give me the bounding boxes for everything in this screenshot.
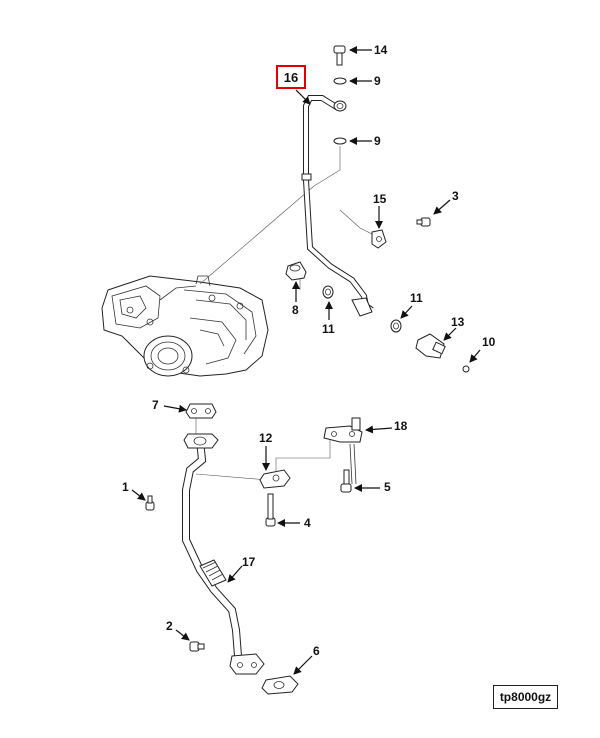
sealing-washer-upper [333, 77, 347, 85]
callout-6[interactable]: 6 [313, 644, 320, 658]
turbocharger-illustration [101, 275, 269, 377]
sealing-washer-lower [333, 137, 347, 145]
callout-14[interactable]: 14 [374, 43, 388, 57]
adapter-fitting [285, 261, 307, 281]
seal-ring [462, 365, 470, 373]
figure-reference-code: tp8000gz [493, 685, 558, 709]
callout-2[interactable]: 2 [166, 619, 173, 633]
pipe-clip [371, 229, 387, 249]
o-ring-left-inner [325, 288, 331, 296]
o-ring-right [390, 319, 402, 333]
callout-11-right[interactable]: 11 [410, 291, 423, 305]
callout-10[interactable]: 10 [482, 335, 496, 349]
o-ring-left [322, 285, 334, 299]
oil-drain-pipe [182, 433, 265, 675]
callout-16[interactable]: 16 [284, 70, 298, 85]
callout-labels: 14 9 16 9 15 3 8 11 11 13 10 7 18 12 1 5… [122, 43, 496, 658]
support-bracket [323, 417, 363, 485]
callout-leaders [131, 46, 481, 675]
banjo-bolt [333, 45, 346, 66]
flange-gasket [261, 675, 299, 695]
callout-15[interactable]: 15 [373, 192, 387, 206]
callout-3[interactable]: 3 [452, 189, 459, 203]
callout-9-lower[interactable]: 9 [374, 134, 381, 148]
callout-7[interactable]: 7 [152, 398, 159, 412]
turbo-drain-gasket [185, 403, 217, 419]
callout-1[interactable]: 1 [122, 480, 129, 494]
callout-11-left[interactable]: 11 [322, 322, 335, 336]
mounting-bolt-4 [265, 493, 276, 527]
highlighted-callout-box [276, 65, 306, 89]
drain-pipe-hose [199, 559, 227, 587]
callout-9-upper[interactable]: 9 [374, 74, 381, 88]
callout-13[interactable]: 13 [451, 315, 465, 329]
clip-bolt [416, 217, 431, 227]
callout-5[interactable]: 5 [384, 480, 391, 494]
callout-8[interactable]: 8 [292, 303, 299, 317]
oil-supply-pipe [301, 95, 374, 317]
o-ring-right-inner [393, 322, 399, 330]
callout-12[interactable]: 12 [259, 431, 273, 445]
callout-17[interactable]: 17 [242, 555, 256, 569]
drain-pipe-bracket [259, 469, 291, 489]
mounting-bolt-2 [189, 641, 205, 652]
callout-18[interactable]: 18 [394, 419, 408, 433]
mounting-bolt-5 [340, 469, 352, 493]
pipe-connector [415, 333, 446, 359]
mounting-bolt-1 [145, 495, 155, 511]
callout-4[interactable]: 4 [304, 516, 311, 530]
